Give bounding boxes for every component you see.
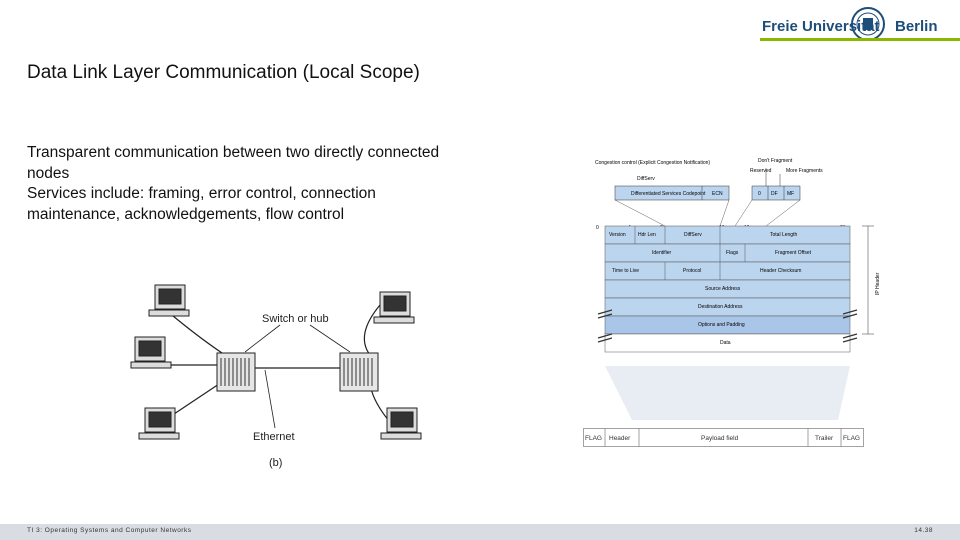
computer-icon-5 <box>380 407 422 440</box>
r-bit-label: 0 <box>758 191 761 197</box>
version-field: Version <box>609 232 626 238</box>
switch-label: Switch or hub <box>262 313 329 325</box>
options-field: Options and Padding <box>698 322 745 328</box>
checksum-field: Header Checksum <box>760 268 801 274</box>
congestion-label: Congestion control (Explicit Congestion … <box>595 160 710 166</box>
footer-course: TI 3: Operating Systems and Computer Net… <box>27 527 192 534</box>
identifier-field: Identifier <box>652 250 672 256</box>
logo-underline <box>760 38 960 41</box>
diagram-caption: (b) <box>269 457 282 469</box>
computer-icon-1 <box>148 284 190 317</box>
flags-field: Flags <box>726 250 739 256</box>
data-field: Data <box>720 340 731 346</box>
body-line-2: Services include: framing, error control… <box>27 185 376 223</box>
computer-icon-3 <box>138 407 180 440</box>
frame-flag-right: FLAG <box>843 435 860 442</box>
frame-diagram: FLAG Header Payload field Trailer FLAG <box>583 428 864 447</box>
mf-bit-label: MF <box>787 191 794 197</box>
hub-left-icon <box>216 352 256 392</box>
source-address-field: Source Address <box>705 286 741 292</box>
df-bit-label: DF <box>771 191 778 197</box>
body-line-1: Transparent communication between two di… <box>27 144 440 182</box>
slide-title: Data Link Layer Communication (Local Sco… <box>27 62 420 83</box>
computer-icon-2 <box>130 336 172 369</box>
frame-payload: Payload field <box>701 435 739 442</box>
logo-city: Berlin <box>895 18 938 35</box>
footer-page-number: 14.38 <box>914 527 933 534</box>
ethernet-label: Ethernet <box>253 431 295 443</box>
hub-right-icon <box>339 352 379 392</box>
diffserv-top-label: DiffServ <box>637 176 655 182</box>
ip-header-bracket-label: IP Header <box>875 272 881 295</box>
more-fragments-label: More Fragments <box>786 168 823 174</box>
logo-name: Freie Universität <box>762 18 880 35</box>
frame-flag-left: FLAG <box>585 435 602 442</box>
diffserv-codepoint-label: Differentiated Services Codepoint <box>631 191 706 197</box>
diffserv-field: DiffServ <box>684 232 702 238</box>
university-seal-icon <box>851 7 885 41</box>
ecn-label: ECN <box>712 191 723 197</box>
computer-icon-4 <box>373 291 415 324</box>
bit-0-label: 0 <box>596 225 599 231</box>
frame-header: Header <box>609 435 631 442</box>
ttl-field: Time to Live <box>612 268 639 274</box>
ethernet-network-diagram: Switch or hub Ethernet (b) <box>130 284 422 469</box>
fragment-offset-field: Fragment Offset <box>775 250 812 256</box>
slide-body: Transparent communication between two di… <box>27 143 467 225</box>
total-length-field: Total Length <box>770 232 797 238</box>
ip-header-diagram: Congestion control (Explicit Congestion … <box>595 158 881 420</box>
reserved-label: Reserved <box>750 168 772 174</box>
protocol-field: Protocol <box>683 268 701 274</box>
dont-fragment-label: Don't Fragment <box>758 158 793 164</box>
frame-trailer: Trailer <box>815 435 834 442</box>
destination-address-field: Destination Address <box>698 304 743 310</box>
hdr-len-field: Hdr Len <box>638 232 656 238</box>
footer-bar <box>0 524 960 540</box>
